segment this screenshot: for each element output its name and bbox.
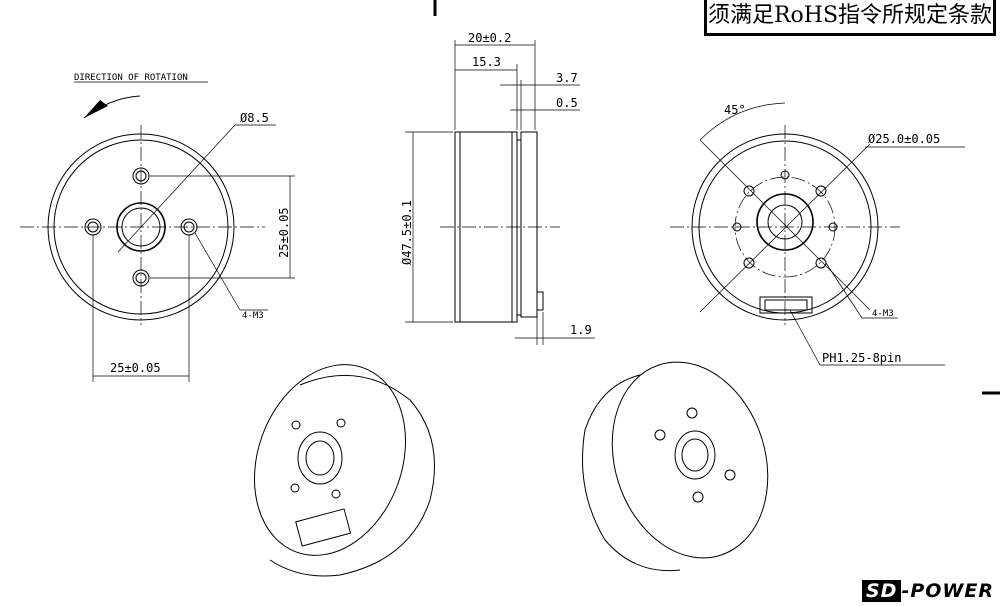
connector-label: PH1.25-8pin (822, 351, 901, 365)
pcd-label: Ø25.0±0.05 (868, 132, 940, 146)
angle-label: 45° (724, 103, 746, 117)
rotation-label: DIRECTION OF ROTATION (74, 73, 188, 83)
step-label: 3.7 (556, 71, 578, 85)
rear-threads-label: 4-M3 (872, 309, 894, 319)
connector-offset-label: 1.9 (570, 323, 592, 337)
isometric-front (582, 361, 769, 572)
front-view: DIRECTION OF ROTATION Ø8.5 25±0.05 4-M3 … (20, 73, 295, 382)
side-view: 20±0.2 15.3 3.7 0.5 Ø47.5±0.1 1.9 (400, 31, 595, 345)
flange-label: 0.5 (556, 96, 578, 110)
horizontal-spacing-label: 25±0.05 (110, 361, 161, 375)
body-length-label: 15.3 (472, 55, 501, 69)
length-label: 20±0.2 (468, 31, 511, 45)
front-threads-label: 4-M3 (242, 311, 264, 321)
rotation-arrow-icon (84, 100, 108, 118)
diameter-label: Ø47.5±0.1 (400, 200, 414, 265)
rohs-note: 须满足RoHS指令所规定条款 (704, 0, 996, 36)
isometric-rear (253, 364, 435, 577)
vertical-spacing-label: 25±0.05 (277, 207, 291, 258)
brand-logo: SD-POWER (862, 580, 994, 602)
rear-view: 45° Ø25.0±0.05 4-M3 PH1.25-8pin (670, 102, 965, 366)
bore-dia-label: Ø8.5 (240, 111, 269, 125)
